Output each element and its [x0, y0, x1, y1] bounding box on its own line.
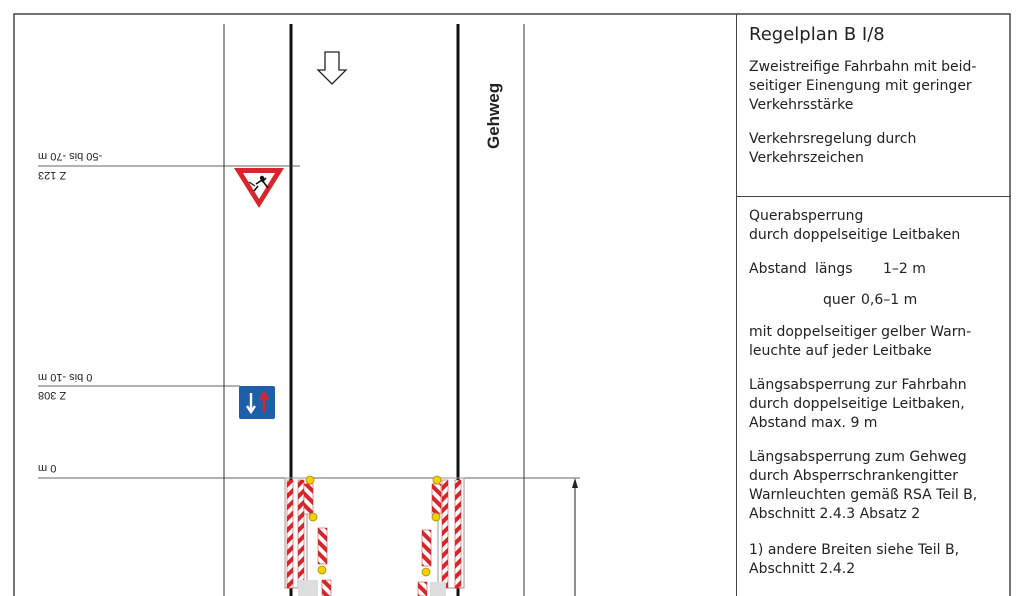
lamp-note: mit doppelseitiger gelber Warn-leuchte a…: [749, 324, 972, 359]
barrier-right-group: [417, 477, 465, 596]
sign-label-z308: Z 308: [38, 389, 67, 401]
quer-label: quer: [823, 292, 856, 308]
drawing-frame: [13, 13, 1011, 596]
priority-sign-icon: [239, 386, 275, 419]
roadworks-sign-icon: [234, 168, 284, 208]
sign-label-z123: Z 123: [38, 169, 67, 181]
cross-barrier-title: Querabsperrung: [749, 208, 864, 224]
footnote: 1) andere Breiten siehe Teil B, Abschnit…: [749, 542, 960, 577]
title-block: Regelplan B I/8 Zweistreifige Fahrbahn m…: [737, 14, 1011, 197]
plan-subtitle: Zweistreifige Fahrbahn mit beid-seitiger…: [749, 59, 977, 113]
quer-value: 0,6–1 m: [861, 292, 918, 308]
info-panel: Regelplan B I/8 Zweistreifige Fahrbahn m…: [736, 14, 1011, 596]
longitudinal-sidewalk-note: Längsabsperrung zum Gehweg durch Absperr…: [749, 449, 978, 522]
warning-lamp-icons: [305, 475, 442, 577]
direction-arrow-down-icon: [316, 51, 348, 85]
laengs-label: längs: [815, 261, 853, 277]
distance-label-z123: -50 bis -70 m: [38, 150, 103, 162]
spacing-label: Abstand: [749, 261, 807, 277]
cross-barrier-line2: durch doppelseitige Leitbaken: [749, 227, 961, 243]
sidewalk-label: Gehweg: [484, 82, 503, 149]
spacing-row-laengs: Abstand längs 1–2 m: [749, 260, 1005, 279]
longitudinal-road-note: Längsabsperrung zur Fahrbahn durch doppe…: [749, 377, 967, 431]
regulation-text: Verkehrsregelung durch Verkehrszeichen: [749, 131, 917, 166]
barrier-left-group: [284, 477, 332, 596]
distance-label-z308: 0 bis -10 m: [38, 371, 93, 383]
plan-title: Regelplan B I/8: [749, 24, 885, 45]
dimension-arrow-icon: [572, 478, 578, 596]
spacing-row-quer: quer 0,6–1 m: [749, 291, 1005, 310]
distance-label-0m: 0 m: [38, 462, 57, 474]
laengs-value: 1–2 m: [883, 261, 926, 277]
